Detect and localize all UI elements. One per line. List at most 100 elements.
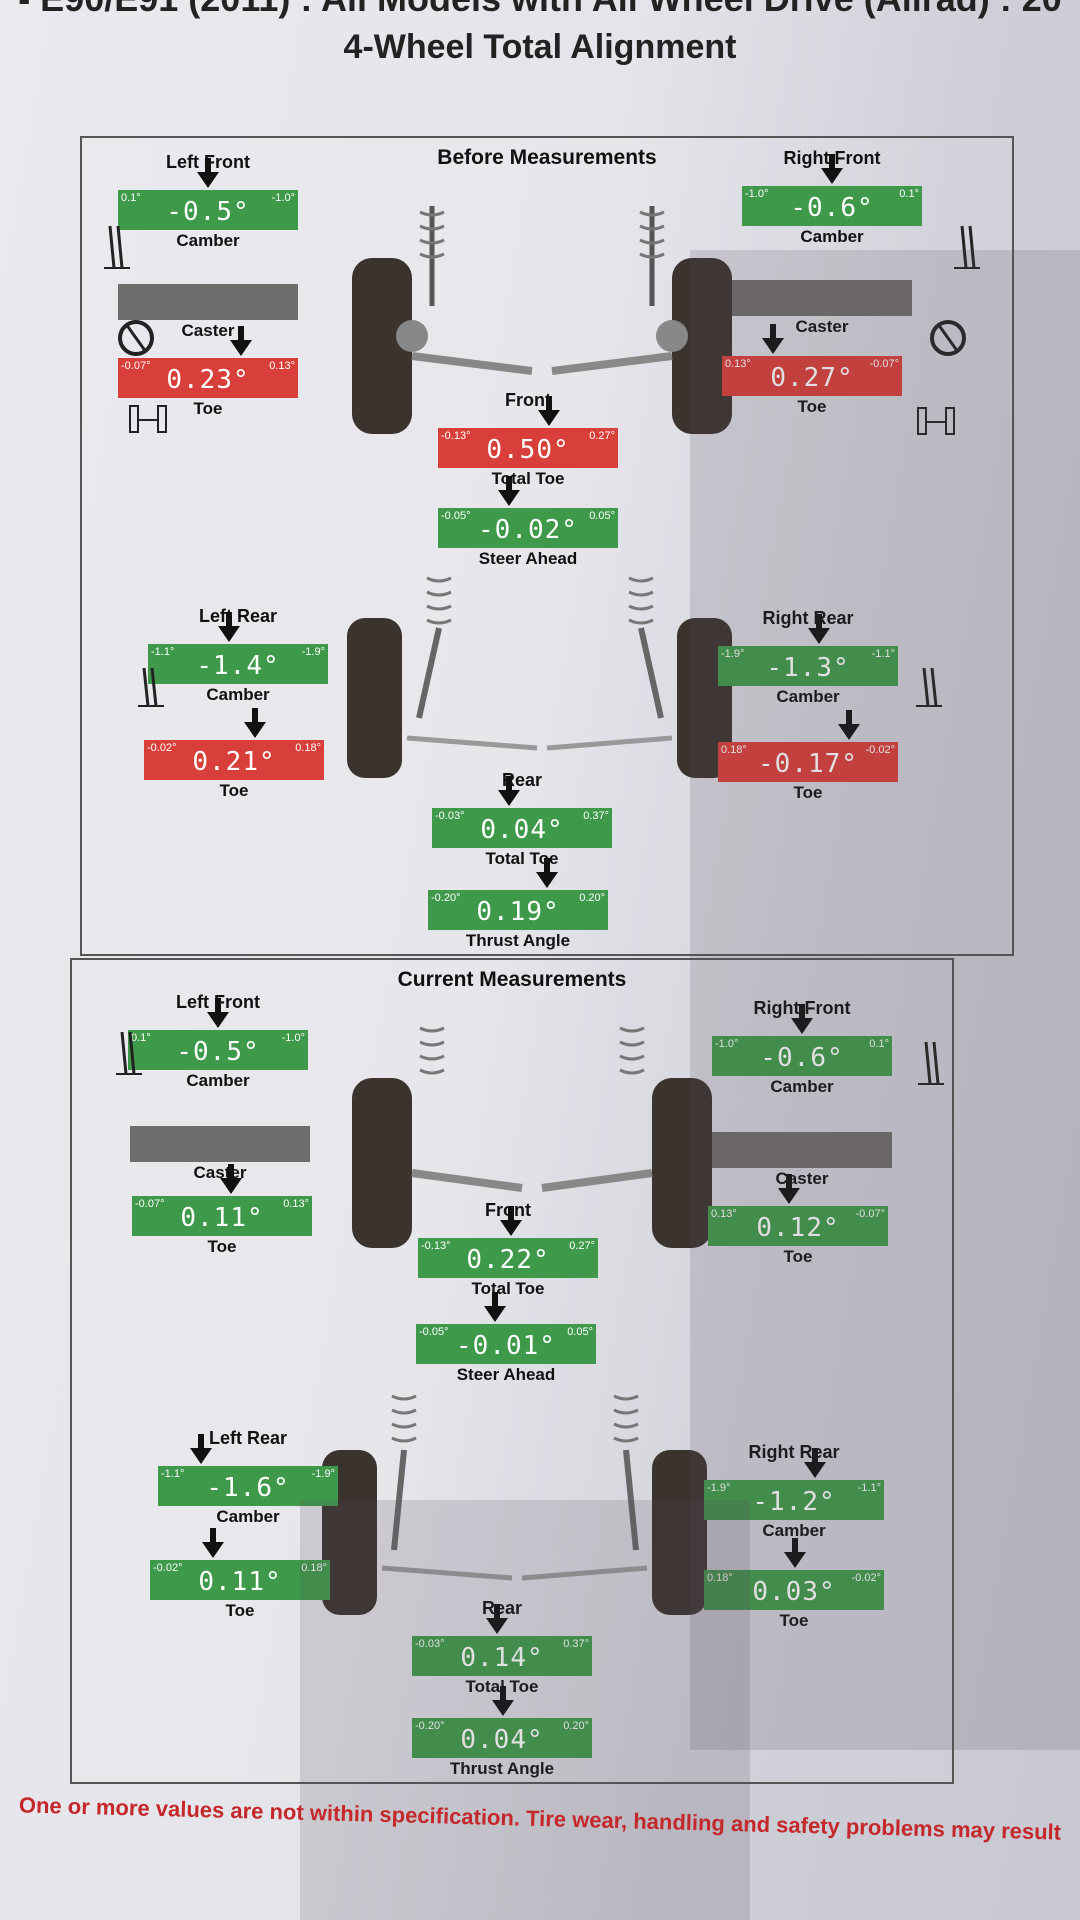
camber-bar: 0.1° -1.0° -0.5°	[118, 190, 298, 230]
indicator-arrow-icon	[498, 776, 520, 806]
caster-bar	[118, 284, 298, 320]
max-limit: 0.13°	[269, 360, 295, 372]
indicator-arrow-icon	[230, 326, 252, 356]
before-rear-total-toe-gauge: Rear -0.03° 0.37° 0.04° Total Toe	[432, 768, 612, 869]
camber-label: Camber	[186, 1071, 250, 1090]
camber-value: -0.5°	[176, 1037, 260, 1067]
wheel-label: Right Rear	[762, 608, 854, 628]
caster-label: Caster	[181, 321, 235, 340]
max-limit: -0.07°	[869, 358, 899, 370]
indicator-arrow-icon	[190, 1434, 212, 1464]
toe-label: Toe	[797, 397, 827, 416]
bar-notch	[502, 808, 542, 818]
camber-bar: -1.1° -1.9° -1.4°	[148, 644, 328, 684]
max-limit: 0.05°	[589, 510, 615, 522]
thrust-angle-label: Thrust Angle	[465, 931, 571, 950]
min-limit: -1.0°	[715, 1038, 739, 1050]
current-right-front-camber-gauge: Right Front -1.0° 0.1° -0.6° Camber	[712, 996, 892, 1097]
min-limit: -0.20°	[415, 1720, 445, 1732]
axle-label: Rear	[501, 770, 543, 790]
camber-wheel-icon	[916, 667, 942, 707]
toe-bar: -0.07° 0.13° 0.11°	[132, 1196, 312, 1236]
indicator-arrow-icon	[244, 708, 266, 738]
toe-value: 0.21°	[192, 747, 276, 777]
current-thrust-angle-gauge: -0.20° 0.20° 0.04° Thrust Angle	[412, 1678, 592, 1779]
toe-value: 0.03°	[752, 1577, 836, 1607]
steer-ahead-value: -0.01°	[456, 1331, 556, 1361]
toe-bar: -0.02° 0.18° 0.11°	[150, 1560, 330, 1600]
indicator-arrow-icon	[500, 1206, 522, 1236]
camber-label: Camber	[176, 231, 240, 250]
bar-notch	[788, 742, 828, 752]
before-left-rear-toe-gauge: -0.02° 0.18° 0.21° Toe	[144, 700, 324, 801]
current-measurements-panel: Current Measurements Left Front 0.1° -1.…	[70, 958, 954, 1784]
before-right-front-toe-gauge: 0.13° -0.07° 0.27° Toe	[722, 316, 902, 417]
report-header-vehicle: - E90/E91 (2011) : All Models with All W…	[0, 0, 1080, 20]
bar-notch	[508, 428, 548, 438]
before-left-front-camber-gauge: Left Front 0.1° -1.0° -0.5° Camber	[118, 150, 298, 251]
current-left-front-toe-gauge: -0.07° 0.13° 0.11° Toe	[132, 1156, 312, 1257]
indicator-arrow-icon	[784, 1538, 806, 1568]
bar-notch	[498, 890, 538, 900]
toe-bar: 0.13° -0.07° 0.27°	[722, 356, 902, 396]
bar-notch	[228, 1466, 268, 1476]
indicator-arrow-icon	[804, 1448, 826, 1478]
total-toe-label: Total Toe	[485, 849, 559, 868]
min-limit: -0.13°	[421, 1240, 451, 1252]
toe-value: 0.12°	[756, 1213, 840, 1243]
camber-value: -1.3°	[766, 653, 850, 683]
camber-label: Camber	[762, 1521, 826, 1540]
indicator-arrow-icon	[207, 998, 229, 1028]
indicator-arrow-icon	[197, 158, 219, 188]
total-toe-bar: -0.03° 0.37° 0.14°	[412, 1636, 592, 1676]
min-limit: -0.13°	[441, 430, 471, 442]
camber-wheel-icon	[954, 225, 980, 269]
current-rear-total-toe-gauge: Rear -0.03° 0.37° 0.14° Total Toe	[412, 1596, 592, 1697]
current-left-rear-camber-gauge: Left Rear -1.1° -1.9° -1.6° Camber	[158, 1426, 338, 1527]
steer-ahead-value: -0.02°	[478, 515, 578, 545]
caster-wheel-icon	[118, 320, 154, 356]
max-limit: 0.20°	[563, 1720, 589, 1732]
caster-bar	[712, 1132, 892, 1168]
max-limit: -0.02°	[851, 1572, 881, 1584]
camber-value: -0.6°	[790, 193, 874, 223]
bar-notch	[774, 1480, 814, 1490]
indicator-arrow-icon	[498, 476, 520, 506]
bar-notch	[188, 284, 228, 294]
steer-ahead-label: Steer Ahead	[478, 549, 578, 568]
camber-bar: -1.1° -1.9° -1.6°	[158, 1466, 338, 1506]
indicator-arrow-icon	[218, 612, 240, 642]
bar-notch	[482, 1718, 522, 1728]
thrust-angle-label: Thrust Angle	[449, 1759, 555, 1778]
current-right-front-caster-gauge: Caster	[712, 1116, 892, 1189]
caster-label: Caster	[795, 317, 849, 336]
min-limit: 0.13°	[725, 358, 751, 370]
camber-bar: -1.0° 0.1° -0.6°	[742, 186, 922, 226]
indicator-arrow-icon	[762, 324, 784, 354]
toe-value: -0.17°	[758, 749, 858, 779]
min-limit: -1.9°	[707, 1482, 731, 1494]
caster-wheel-icon	[930, 320, 966, 356]
bar-notch	[778, 1206, 818, 1216]
current-front-total-toe-gauge: Front -0.13° 0.27° 0.22° Total Toe	[418, 1198, 598, 1299]
total-toe-value: 0.22°	[466, 1245, 550, 1275]
before-right-rear-toe-gauge: 0.18° -0.02° -0.17° Toe	[718, 702, 898, 803]
steer-ahead-bar: -0.05° 0.05° -0.02°	[438, 508, 618, 548]
before-left-front-toe-gauge: -0.07° 0.13° 0.23° Toe	[118, 318, 298, 419]
indicator-arrow-icon	[778, 1174, 800, 1204]
min-limit: -0.20°	[431, 892, 461, 904]
current-right-front-toe-gauge: 0.13° -0.07° 0.12° Toe	[708, 1166, 888, 1267]
toe-axle-icon	[129, 405, 167, 433]
thrust-angle-bar: -0.20° 0.20° 0.04°	[412, 1718, 592, 1758]
max-limit: -1.9°	[311, 1468, 335, 1480]
camber-label: Camber	[216, 1507, 280, 1526]
camber-label: Camber	[770, 1077, 834, 1096]
before-right-rear-camber-gauge: Right Rear -1.9° -1.1° -1.3° Camber	[718, 606, 898, 707]
max-limit: -1.1°	[857, 1482, 881, 1494]
current-left-rear-toe-gauge: -0.02° 0.18° 0.11° Toe	[150, 1520, 330, 1621]
indicator-arrow-icon	[821, 154, 843, 184]
max-limit: 0.20°	[579, 892, 605, 904]
camber-wheel-icon	[104, 225, 130, 269]
indicator-arrow-icon	[808, 614, 830, 644]
